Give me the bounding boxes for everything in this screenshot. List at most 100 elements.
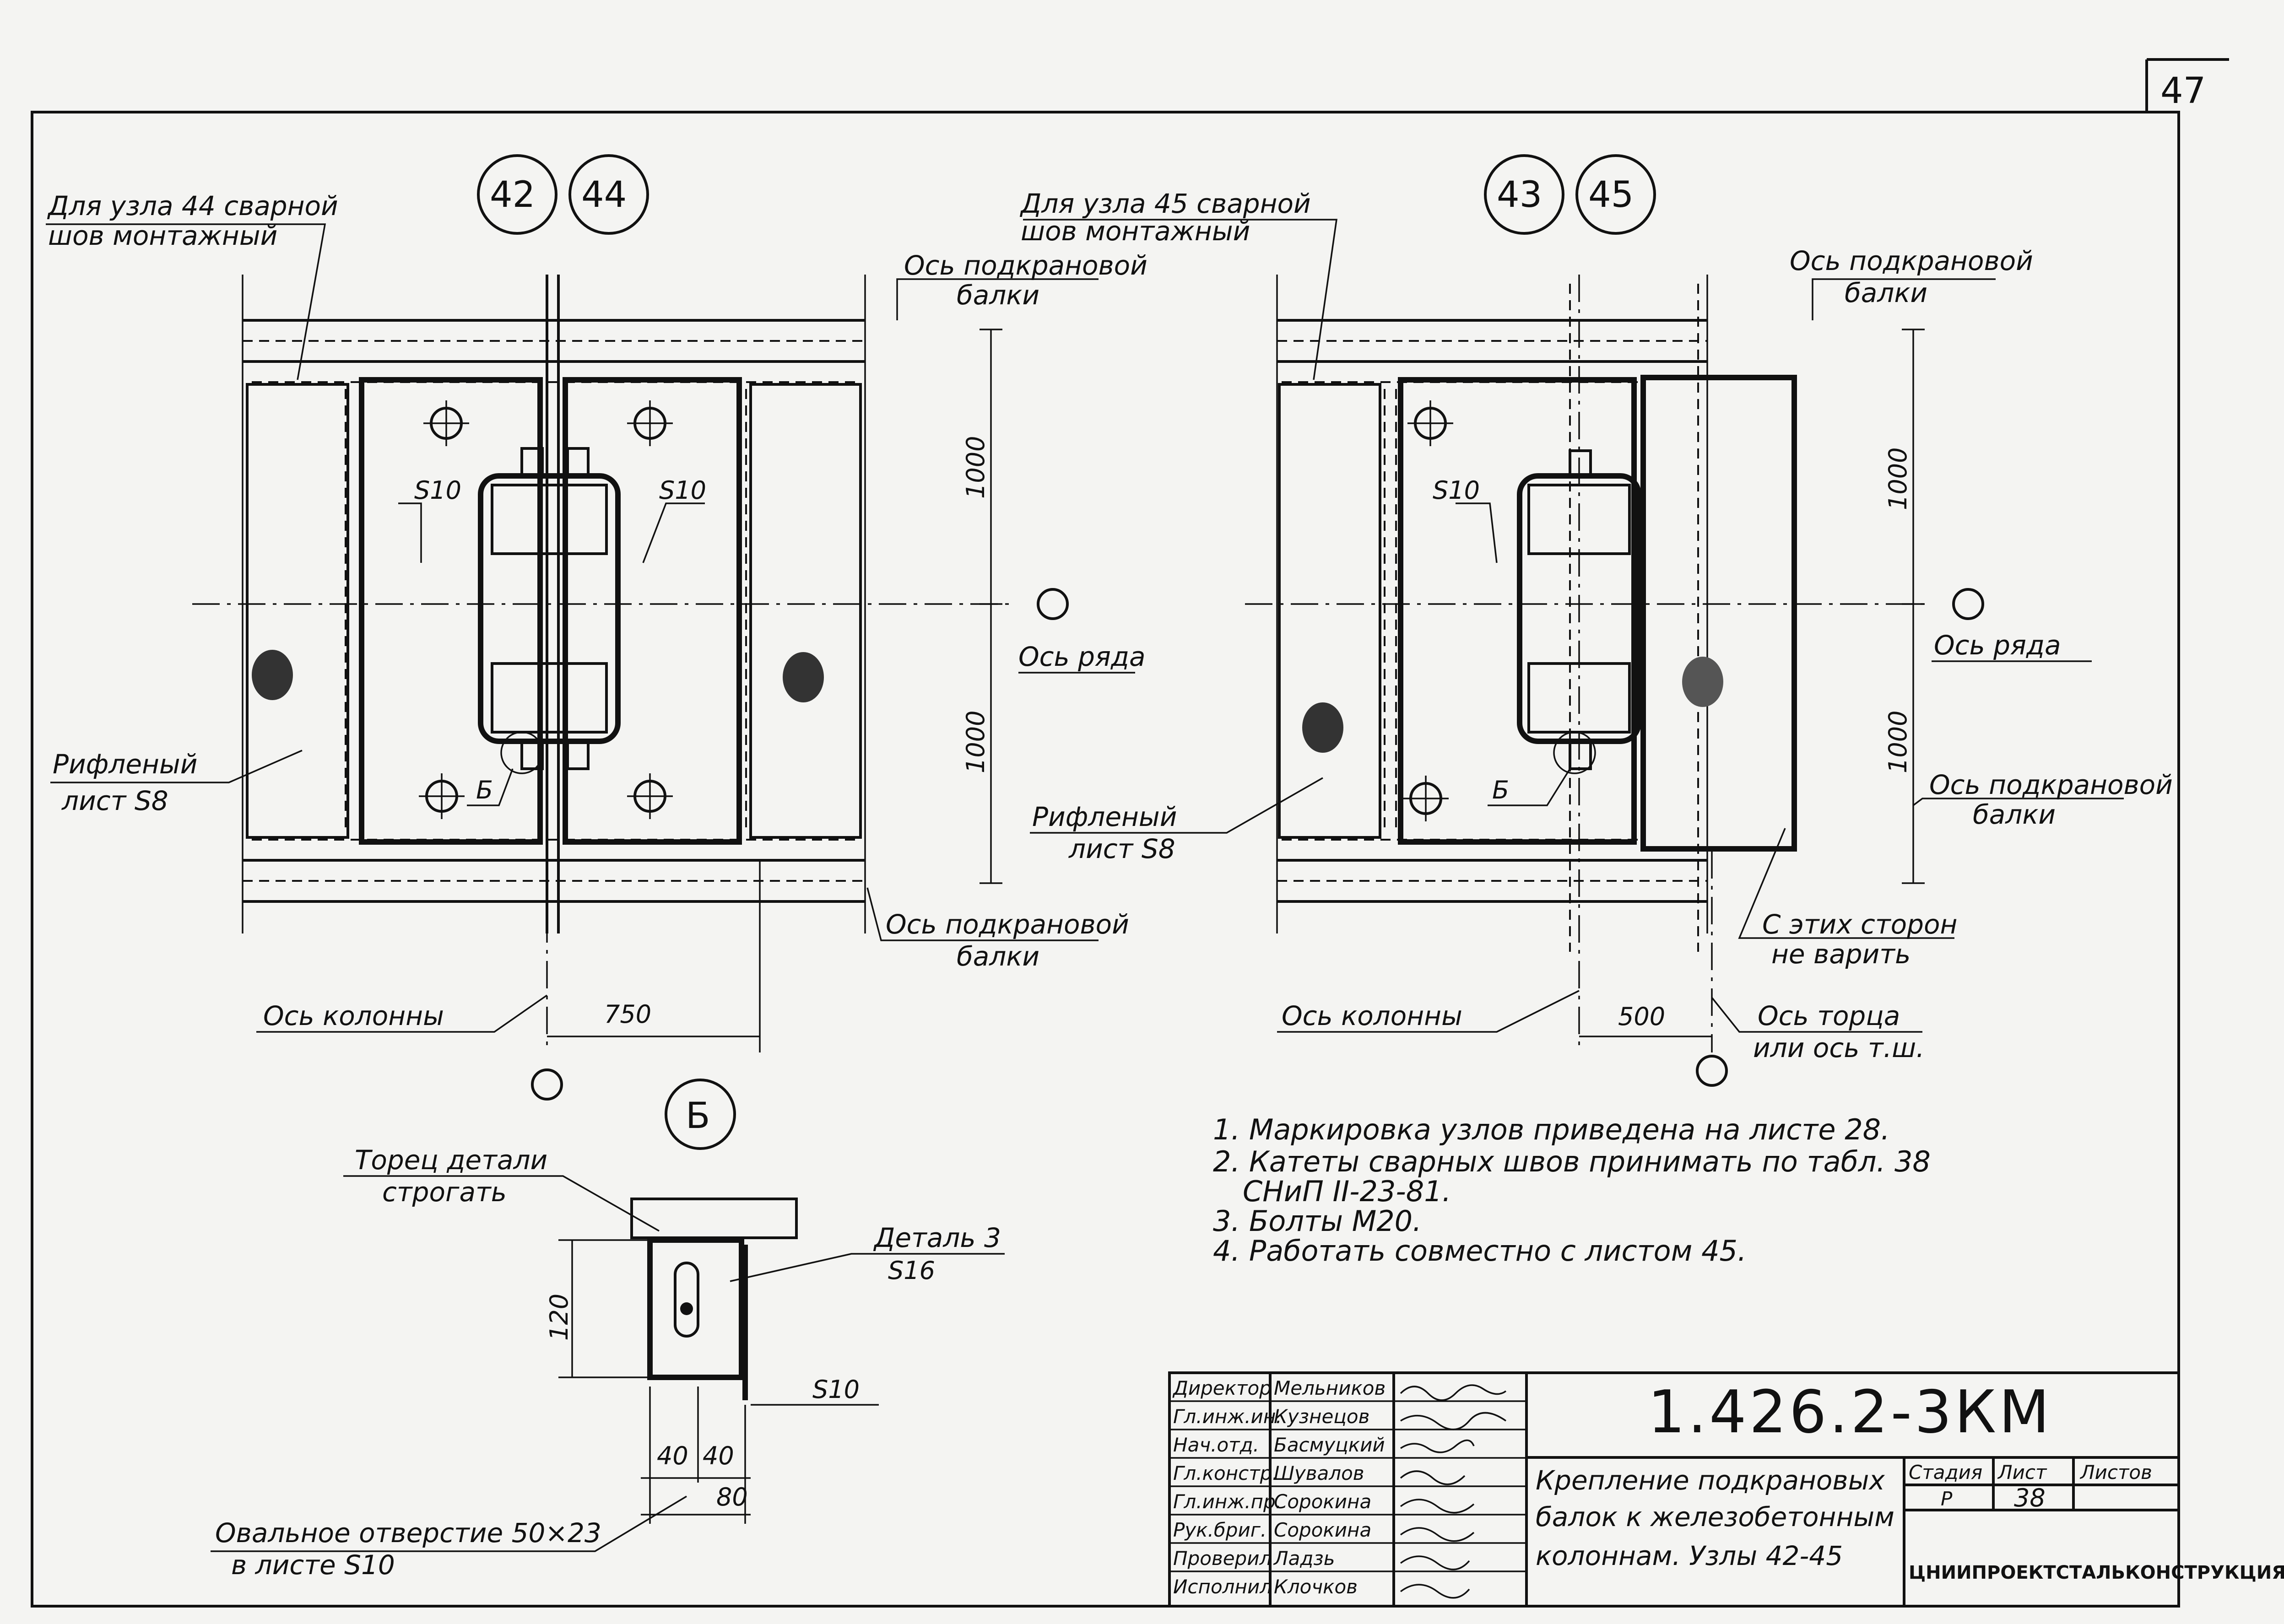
sheet-value: 38 <box>2014 1484 2046 1512</box>
weld-note-line-2: шов монтажный <box>48 220 277 251</box>
plate-label: S10 <box>1433 476 1480 505</box>
dim-a: 40 <box>657 1441 688 1470</box>
node-mark-43-label: 43 <box>1497 174 1542 216</box>
beam-axis-bottom-2: балки <box>1973 799 2056 830</box>
plate-left-label: S10 <box>414 476 461 505</box>
no-weld-note-1: С этих сторон <box>1762 909 1957 940</box>
note-1: 1. Маркировка узлов приведена на листе 2… <box>1213 1113 1890 1146</box>
beam-axis-bottom-2: балки <box>957 941 1039 972</box>
title-line-2: балок к железобетонным <box>1536 1501 1894 1532</box>
note-2-cont: СНиП II-23-81. <box>1243 1175 1451 1208</box>
name-2: Кузнецов <box>1274 1405 1369 1428</box>
note-4: 4. Работать совместно с листом 45. <box>1213 1234 1747 1268</box>
sheet-frame <box>31 111 2180 1608</box>
detail-b-mark <box>665 1079 736 1150</box>
row-axis-label: Ось ряда <box>1018 641 1146 672</box>
node-mark-44 <box>568 154 649 235</box>
dim-total: 80 <box>716 1483 748 1511</box>
dim-height: 120 <box>545 1294 574 1341</box>
role-author: Исполнил <box>1173 1575 1272 1598</box>
riffled-mark <box>252 650 293 700</box>
name-5: Сорокина <box>1274 1490 1371 1513</box>
dim-lower: 1000 <box>961 711 990 773</box>
left-view: 42 44 <box>46 154 1147 1101</box>
bolt-hole <box>627 773 673 819</box>
dim-horizontal: 500 <box>1618 1002 1665 1031</box>
detail-callout: Б <box>476 776 493 804</box>
role-project-engineer: Гл.инж.пр. <box>1173 1490 1282 1513</box>
bolt-hole <box>627 400 673 446</box>
plate-right-label: S10 <box>659 476 706 505</box>
role-chief-designer: Гл.констр. <box>1173 1462 1278 1484</box>
hole-note-1: Овальное отверстие 50×23 <box>215 1517 601 1548</box>
beam-axis-top-1: Ось подкрановой <box>904 250 1147 281</box>
column-axis-label: Ось колонны <box>1282 1000 1462 1031</box>
row-axis-label: Ось ряда <box>1934 630 2061 661</box>
sheet-corner-number: 47 <box>2160 70 2206 112</box>
part-label-1: Деталь 3 <box>873 1222 1001 1253</box>
stage-label: Стадия <box>1909 1461 1982 1484</box>
weld-note-line-1: Для узла 45 сварной <box>1019 188 1311 219</box>
dim-horizontal: 750 <box>604 1000 651 1029</box>
beam-axis-bottom-1: Ось подкрановой <box>1929 769 2173 800</box>
name-3: Басмуцкий <box>1274 1434 1385 1456</box>
detail-callout: Б <box>1492 776 1509 804</box>
node-mark-44-label: 44 <box>581 174 627 216</box>
name-1: Мельников <box>1274 1377 1386 1399</box>
column-insert <box>478 473 621 744</box>
bolt-hole <box>423 400 469 446</box>
beam-axis-top-2: балки <box>957 280 1039 311</box>
riffled-label-1: Рифленый <box>53 749 197 780</box>
detail-b-mark-label: Б <box>686 1095 710 1137</box>
node-mark-43 <box>1484 154 1564 235</box>
role-director: Директор <box>1172 1377 1272 1399</box>
name-4: Шувалов <box>1274 1462 1364 1484</box>
beam-axis-bottom-1: Ось подкрановой <box>886 909 1129 940</box>
riffled-mark <box>783 652 824 702</box>
title-line-1: Крепление подкрановых <box>1536 1465 1885 1496</box>
name-6: Сорокина <box>1274 1519 1371 1541</box>
weld-note-line-2: шов монтажный <box>1021 216 1250 247</box>
general-notes: 1. Маркировка узлов приведена на листе 2… <box>1213 1113 1931 1268</box>
role-chief-engineer: Гл.инж.ин. <box>1173 1405 1282 1428</box>
end-plate <box>1640 375 1797 852</box>
role-checker: Проверил <box>1173 1547 1272 1570</box>
riffled-mark <box>1682 657 1723 707</box>
riffled-label-2: лист S8 <box>1068 833 1175 864</box>
title-line-3: колоннам. Узлы 42-45 <box>1536 1540 1843 1571</box>
document-code: 1.426.2-3КМ <box>1648 1378 2052 1446</box>
bolt-hole <box>1403 776 1449 821</box>
node-mark-45 <box>1575 154 1656 235</box>
note-2: 2. Катеты сварных швов принимать по табл… <box>1213 1145 1931 1178</box>
riffled-label-1: Рифленый <box>1032 801 1177 832</box>
node-mark-45-label: 45 <box>1588 174 1634 216</box>
organization: ЦНИИПРОЕКТСТАЛЬКОНСТРУКЦИЯ <box>1909 1562 2284 1583</box>
dim-lower: 1000 <box>1883 711 1912 773</box>
stage-value: Р <box>1941 1488 1953 1510</box>
note-3: 3. Болты М20. <box>1213 1204 1422 1238</box>
part-label-2: S16 <box>888 1256 935 1285</box>
role-team-lead: Рук.бриг. <box>1173 1519 1266 1541</box>
beam-axis-top-2: балки <box>1845 277 1927 308</box>
hole-note-2: в листе S10 <box>231 1549 395 1581</box>
plate-label: S10 <box>812 1375 860 1404</box>
dim-upper: 1000 <box>1883 448 1912 510</box>
beam-axis-top-1: Ось подкрановой <box>1790 245 2033 276</box>
bolt-hole <box>419 773 465 819</box>
riffled-mark <box>1302 702 1343 753</box>
dim-b: 40 <box>703 1441 734 1470</box>
bolt-hole <box>1407 400 1453 446</box>
sheet-label: Лист <box>1997 1461 2047 1484</box>
detail-b: Б 120 40 40 80 Торец детали строгать Дет… <box>211 1079 1005 1581</box>
name-7: Ладзь <box>1273 1547 1335 1570</box>
no-weld-note-2: не варить <box>1771 939 1911 970</box>
face-note-1: Торец детали <box>355 1144 547 1176</box>
dim-upper: 1000 <box>961 436 990 499</box>
right-view: 43 45 <box>1019 154 2173 1087</box>
role-dept-head: Нач.отд. <box>1173 1434 1259 1456</box>
end-axis-label-1: Ось торца <box>1758 1000 1900 1031</box>
detail-3-part <box>647 1237 744 1380</box>
signatures <box>1400 1384 1507 1599</box>
node-mark-42-label: 42 <box>490 174 535 216</box>
node-mark-42 <box>477 154 557 235</box>
